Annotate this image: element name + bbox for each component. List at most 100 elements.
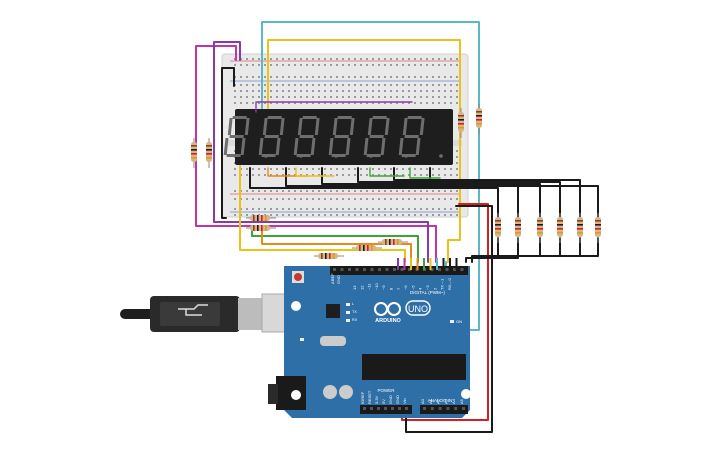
power-pin-label: Vin	[402, 398, 407, 404]
segment-e	[398, 138, 404, 155]
analog-pin-label: A5	[459, 398, 464, 404]
usb-icon	[178, 304, 208, 316]
arduino-brand-text: ARDUINO	[375, 318, 401, 324]
power-pin-label: RESET	[367, 390, 372, 404]
segment-d	[261, 154, 276, 157]
segment-d	[331, 154, 346, 157]
analog-pin-label: A2	[436, 398, 441, 404]
segment-a	[267, 116, 282, 119]
segment-b	[314, 118, 320, 135]
wire-purple-top[interactable]	[213, 41, 429, 263]
digital-pin-label: ~9	[381, 285, 386, 290]
wire-orange-bottom[interactable]	[261, 227, 412, 263]
segment-c	[240, 138, 246, 155]
digit-6	[398, 116, 443, 158]
digital-pin-label: RX←0	[447, 277, 452, 290]
analog-pin-label: A0	[420, 398, 425, 404]
digital-pin-label: ~10	[374, 282, 379, 290]
jumper-purple[interactable]	[255, 101, 413, 113]
wire-yellow-top[interactable]	[267, 39, 461, 263]
segment-f	[367, 118, 373, 135]
wire-digit4[interactable]	[357, 167, 561, 219]
segment-c	[310, 138, 316, 155]
resistor[interactable]	[537, 213, 543, 243]
wire-digit6[interactable]	[429, 167, 599, 219]
power-pin-label: 5V	[381, 399, 386, 404]
segment-b	[279, 118, 285, 135]
segment-c	[345, 138, 351, 155]
wire-digit2[interactable]	[285, 167, 519, 219]
segment-e	[293, 138, 299, 155]
uno-logo-text: UNO	[408, 304, 428, 314]
arduino-logo: UNO ARDUINO	[374, 300, 431, 324]
segment-f	[332, 118, 338, 135]
wire-magenta-top[interactable]	[195, 45, 437, 263]
resistor[interactable]	[314, 253, 344, 259]
segment-e	[328, 138, 334, 155]
segment-f	[402, 118, 408, 135]
power-pin-label: GND	[395, 395, 400, 404]
jumper-green[interactable]	[369, 167, 405, 177]
resistor[interactable]	[352, 245, 382, 251]
resistor[interactable]	[246, 225, 276, 231]
digital-pin-label: TX→1	[440, 278, 445, 290]
segment-g	[299, 135, 314, 138]
power-header-label: POWER	[377, 388, 395, 393]
capacitor	[339, 385, 353, 399]
digital-pin-label: ~3	[425, 285, 430, 290]
wire-yellow-left[interactable]	[239, 165, 406, 263]
resistor[interactable]	[595, 213, 601, 243]
segment-g	[369, 135, 384, 138]
wire-black-right[interactable]	[405, 205, 493, 433]
digital-pin-label: 12	[359, 285, 364, 290]
resistor[interactable]	[246, 215, 276, 221]
segment-e	[223, 138, 229, 155]
resistor[interactable]	[495, 213, 501, 243]
resistor[interactable]	[378, 239, 408, 245]
seven-segment-display	[223, 109, 453, 165]
resistor[interactable]	[206, 138, 212, 168]
decimal-point	[439, 154, 443, 158]
segment-g	[404, 135, 419, 138]
resistor[interactable]	[458, 108, 464, 138]
power-pin-label: GND	[388, 395, 393, 404]
segment-f	[297, 118, 303, 135]
wire-return-6[interactable]	[539, 237, 599, 257]
usb-cable[interactable]	[120, 293, 299, 333]
wire-black-left[interactable]	[221, 67, 235, 219]
digital-header[interactable]	[330, 266, 468, 275]
resistor[interactable]	[515, 213, 521, 243]
wire-digit1[interactable]	[249, 167, 499, 219]
digital-pin-label: ~5	[410, 285, 415, 290]
digital-pin-label: 7	[396, 287, 401, 290]
jumper-green-2[interactable]	[409, 167, 441, 179]
resistor[interactable]	[557, 213, 563, 243]
arduino-uno-board[interactable]: UNO ARDUINO DIGITAL (PWM~) ANALOG IN POW…	[268, 258, 478, 418]
power-pin-label: IOREF	[360, 391, 365, 404]
resistor[interactable]	[191, 138, 197, 168]
digital-pin-label: 8	[389, 287, 394, 290]
tx-label: TX	[352, 310, 357, 314]
analog-pin-label: A3	[443, 398, 448, 404]
wire-return-2[interactable]	[465, 237, 519, 263]
microcontroller-chip	[362, 354, 466, 380]
resistor[interactable]	[577, 213, 583, 243]
segment-d	[366, 154, 381, 157]
jumper-orange[interactable]	[267, 167, 309, 177]
power-pin-label: 3.3V	[374, 395, 379, 404]
jumper-yellow[interactable]	[295, 167, 335, 177]
analog-header-label: ANALOG IN	[428, 398, 453, 403]
reset-button[interactable]	[294, 273, 302, 281]
wire-digit5[interactable]	[393, 167, 581, 219]
segment-c	[415, 138, 421, 155]
digital-header-label: DIGITAL (PWM~)	[410, 290, 445, 295]
analog-header[interactable]	[420, 405, 468, 414]
aref-label: AREF	[330, 273, 335, 284]
segment-a	[407, 116, 422, 119]
segment-e	[258, 138, 264, 155]
digit-1	[223, 116, 268, 158]
resistor[interactable]	[476, 104, 482, 134]
segment-a	[232, 116, 247, 119]
wire-green-bottom[interactable]	[251, 229, 419, 263]
